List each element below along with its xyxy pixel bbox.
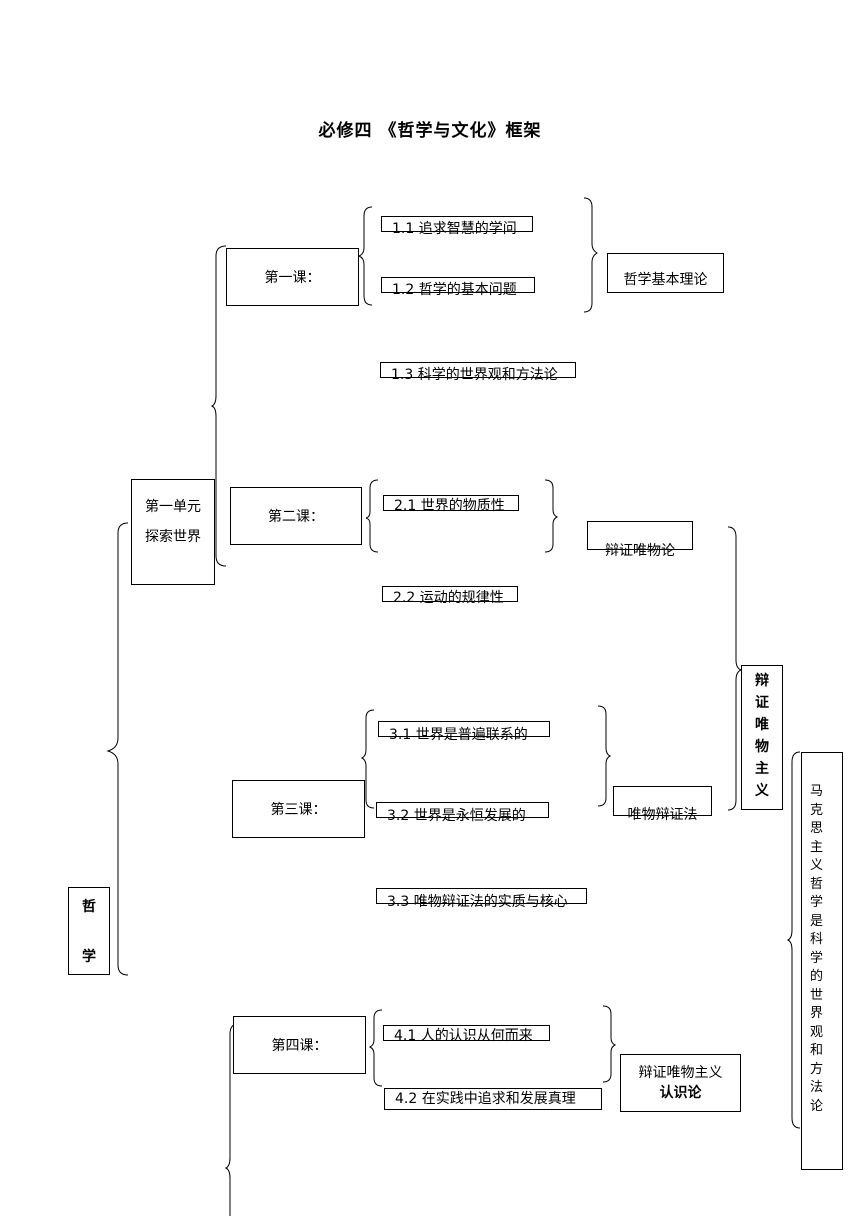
lesson3-box: 第三课： [232,780,365,838]
lesson3-label: 第三课： [270,802,327,818]
category-epistemology: 辩证唯物主义 认识论 [620,1054,741,1112]
topic-2-1: 2.1 世界的物质性 [383,495,519,514]
brace-unit2 [224,1023,239,1216]
topic-3-3: 3.3 唯物辩证法的实质与核心 [376,888,587,910]
lesson4-label: 第四课： [271,1038,328,1054]
root-box: 哲 学 [68,887,110,975]
brace-lesson3 [360,709,375,809]
dialectical-materialism-box: 辩 证 唯 物 主 义 [741,665,783,810]
topic-1-3: 1.3 科学的世界观和方法论 [380,362,576,383]
root-char-2: 学 [82,949,96,965]
page-title: 必修四 《哲学与文化》框架 [318,121,542,141]
unit1-line2: 探索世界 [145,529,201,545]
root-char-1: 哲 [82,899,96,915]
epistemology-line2: 认识论 [659,1085,702,1101]
category-dialectics: 唯物辩证法 [613,786,712,823]
brace-lesson4-close [602,1005,617,1083]
brace-lesson3-close [597,705,612,807]
unit1-line1: 第一单元 [145,499,201,515]
topic-1-2: 1.2 哲学的基本问题 [381,277,535,298]
brace-right-column [786,751,801,1129]
topic-4-1: 4.1 人的认识从何而来 [383,1025,550,1044]
topic-4-2: 4.2 在实践中追求和发展真理 [384,1088,602,1110]
brace-lesson2 [365,479,379,553]
unit1-box: 第一单元 探索世界 [131,479,215,585]
epistemology-line1: 辩证唯物主义 [638,1065,723,1081]
lesson1-box: 第一课： [226,248,359,306]
lesson1-label: 第一课： [264,270,321,286]
brace-philosophy [106,522,129,976]
lesson2-label: 第二课： [268,509,324,525]
topic-3-1: 3.1 世界是普遍联系的 [378,721,550,743]
lesson2-box: 第二课： [230,487,362,545]
topic-3-2: 3.2 世界是永恒发展的 [376,802,549,824]
lesson4-box: 第四课： [233,1016,366,1074]
category-basic-theory: 哲学基本理论 [607,253,724,293]
brace-lesson2-close [544,479,559,553]
topic-2-2: 2.2 运动的规律性 [382,586,518,606]
topic-1-1: 1.1 追求智慧的学问 [381,216,533,237]
brace-lesson1-close [583,197,598,313]
category-materialism: 辩证唯物论 [587,521,693,559]
brace-dialectical [727,526,743,811]
brace-lesson1 [357,206,373,306]
brace-unit1 [210,245,227,567]
marxist-philosophy-box: 马 克 思 主 义 哲 学 是 科 学 的 世 界 观 和 方 法 论 [801,752,843,1170]
brace-lesson4 [368,1009,383,1087]
